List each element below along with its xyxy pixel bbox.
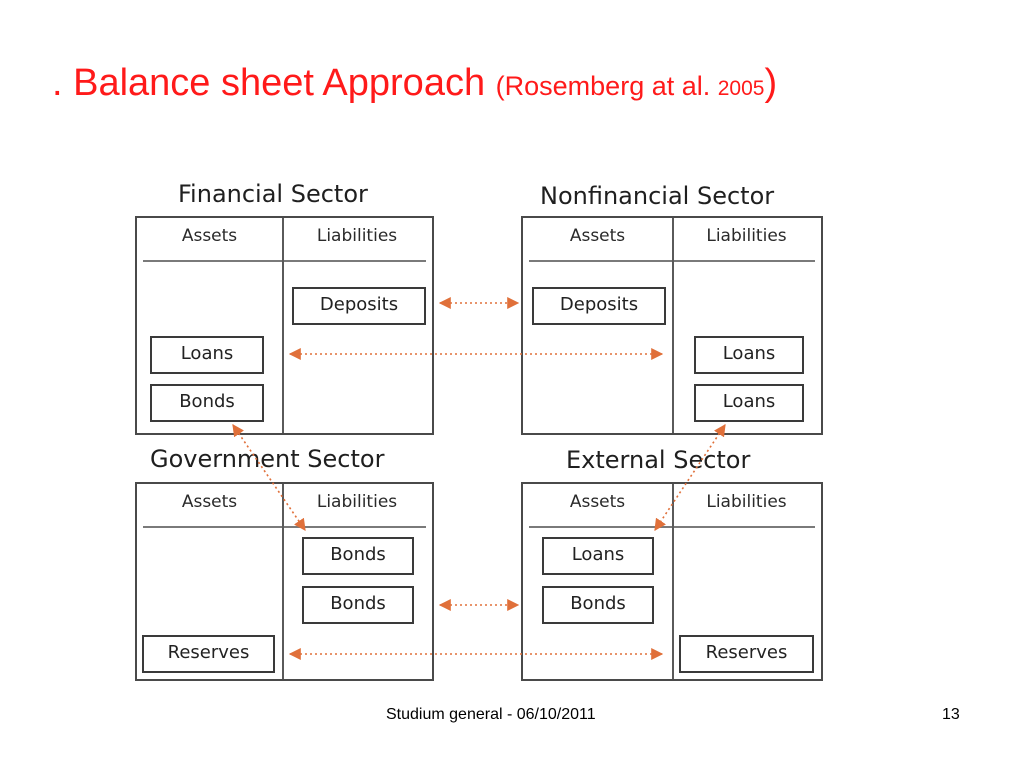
arrow-bonds-government-link (232, 424, 306, 531)
title-main: . Balance sheet Approach (52, 62, 486, 104)
financial-liabilities-header: Liabilities (316, 226, 398, 246)
nonfinancial-loans-item-1: Loans (694, 336, 804, 374)
citation-close: ) (764, 62, 778, 104)
nonfinancial-sector-title: Nonfinancial Sector (540, 182, 775, 210)
government-reserves-item: Reserves (142, 635, 275, 673)
nonfinancial-loans-item-2: Loans (694, 384, 804, 422)
slide-title: . Balance sheet Approach (Rosemberg at a… (52, 62, 777, 105)
external-loans-item: Loans (542, 537, 654, 575)
nonfinancial-assets-header: Assets (569, 226, 626, 246)
financial-deposits-item: Deposits (292, 287, 426, 325)
nonfinancial-sector-box: Assets Liabilities Deposits Loans Loans (521, 216, 823, 435)
nonfinancial-liabilities-header: Liabilities (706, 226, 787, 246)
financial-assets-header: Assets (181, 226, 238, 246)
government-liabilities-header: Liabilities (316, 492, 398, 512)
government-assets-header: Assets (181, 492, 238, 512)
footer-text: Studium general - 06/10/2011 (386, 706, 596, 723)
nonfinancial-column-divider (672, 218, 674, 433)
financial-column-divider (282, 218, 284, 433)
government-column-divider (282, 484, 284, 679)
external-column-divider (672, 484, 674, 679)
title-citation: (Rosemberg at al. 2005) (495, 62, 777, 104)
nonfinancial-deposits-item: Deposits (532, 287, 666, 325)
page-number: 13 (942, 706, 960, 723)
financial-loans-item: Loans (150, 336, 264, 374)
government-bonds-item-2: Bonds (302, 586, 414, 624)
external-reserves-item: Reserves (679, 635, 814, 673)
arrow-loans-external-link (654, 424, 726, 531)
external-bonds-item: Bonds (542, 586, 654, 624)
financial-sector-title: Financial Sector (178, 180, 368, 208)
financial-sector-box: Assets Liabilities Deposits Loans Bonds (135, 216, 434, 435)
external-liabilities-header: Liabilities (706, 492, 787, 512)
financial-bonds-item: Bonds (150, 384, 264, 422)
citation-year: 2005 (717, 77, 765, 100)
financial-header-rule (143, 260, 426, 262)
external-assets-header: Assets (569, 492, 626, 512)
citation-text: (Rosemberg at al. (495, 71, 718, 101)
government-bonds-item-1: Bonds (302, 537, 414, 575)
